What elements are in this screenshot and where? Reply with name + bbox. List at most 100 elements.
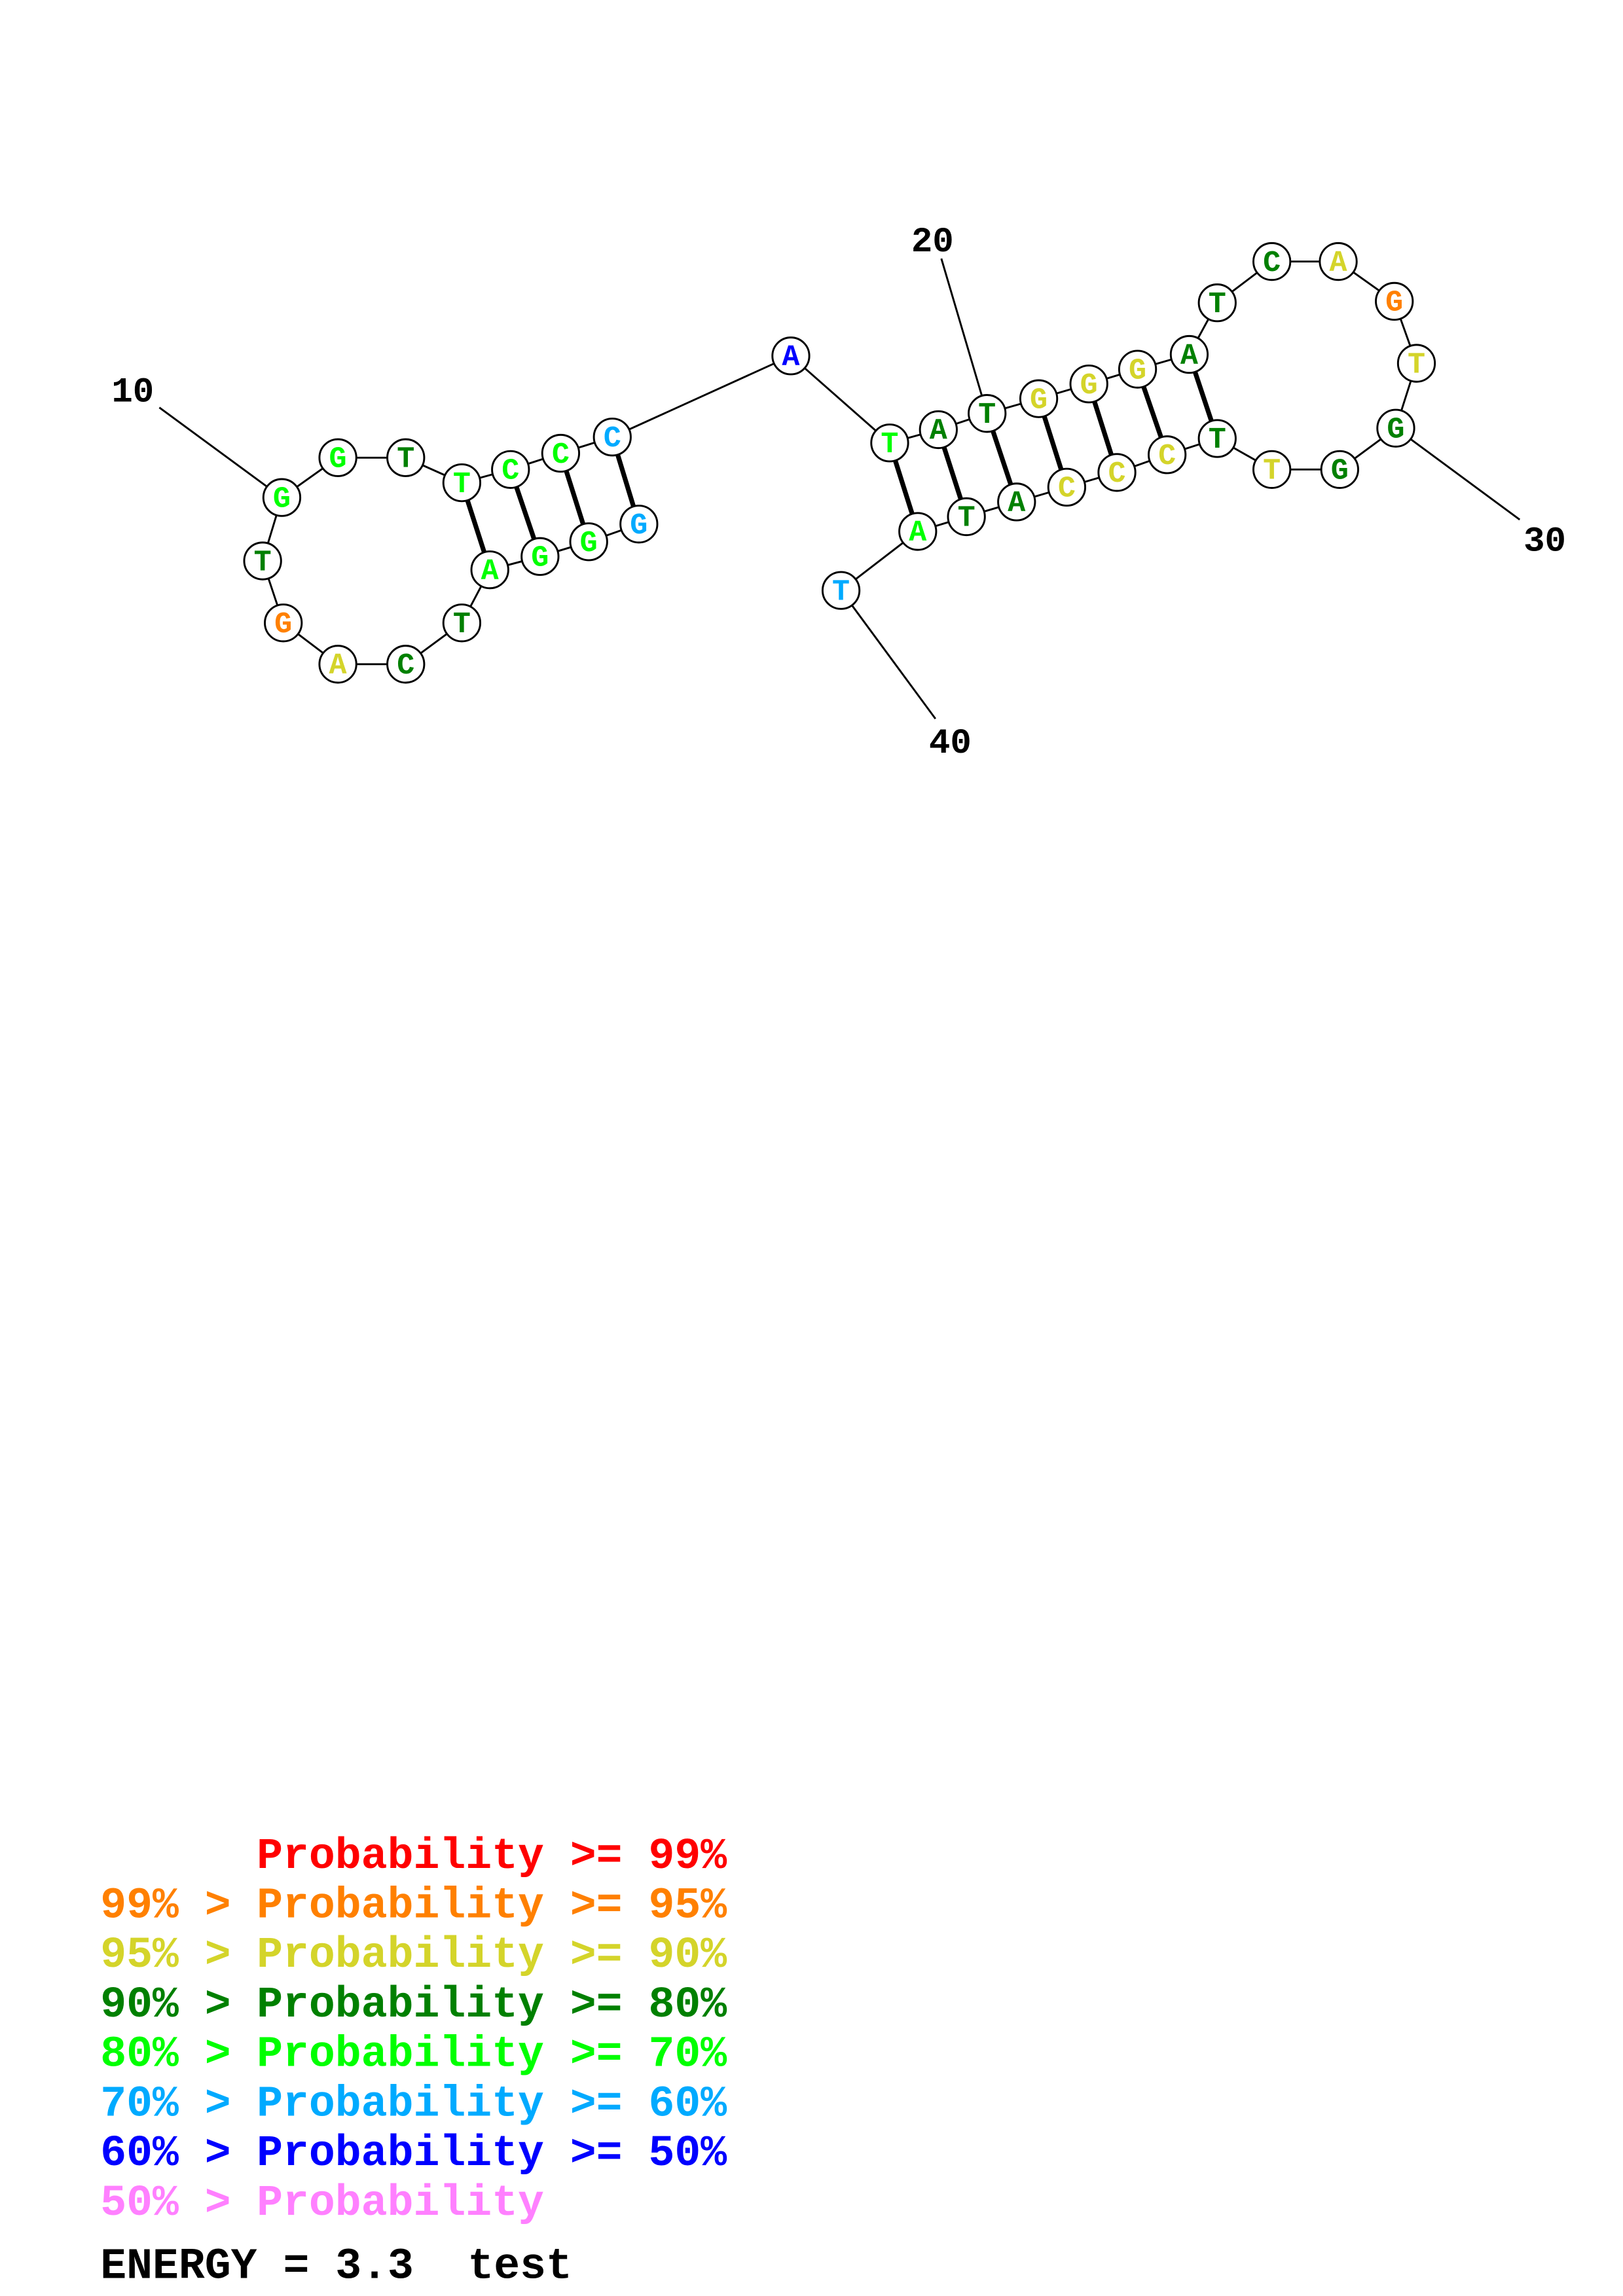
nucleotide-letter: A <box>1008 486 1026 520</box>
nucleotide-7: A <box>318 645 357 684</box>
nucleotide-circle <box>318 645 357 684</box>
nucleotide-circle <box>1197 419 1237 458</box>
legend-row: 80% >Probability >= 70% <box>100 2030 727 2079</box>
legend-prefix: 70% > <box>100 2079 230 2128</box>
legend-text: Probability >= 60% <box>257 2079 727 2128</box>
nucleotide-letter: G <box>1129 353 1146 387</box>
legend-row: 70% > Probability >= 60% <box>100 2079 727 2128</box>
nucleotide-15: C <box>541 433 581 473</box>
legend-text: Probability >= 50% <box>257 2129 727 2178</box>
nucleotide-letter: G <box>1331 454 1349 488</box>
nucleotide-letter: G <box>1387 412 1404 446</box>
nucleotide-circle <box>1396 344 1436 383</box>
nucleotide-32: T <box>1252 450 1292 489</box>
nucleotide-letter: G <box>1385 286 1403 320</box>
nucleotide-circle <box>569 522 608 562</box>
nucleotide-circle <box>947 497 986 537</box>
nucleotide-33: T <box>1197 419 1237 458</box>
legend-prefix: 60% > <box>100 2129 230 2178</box>
legend-row: 90% >Probability >= 80% <box>100 1981 727 2030</box>
nucleotide-circle <box>1097 453 1137 492</box>
nucleotide-circle <box>1169 334 1209 374</box>
nucleotide-letter: C <box>1108 457 1125 491</box>
legend-prefix: 99% > <box>100 1881 230 1930</box>
nucleotide-circle <box>243 541 282 581</box>
nucleotide-30: G <box>1376 408 1415 448</box>
nucleotide-13: T <box>442 463 482 503</box>
nucleotide-letter: C <box>501 454 519 488</box>
nucleotide-circle <box>386 438 426 477</box>
nucleotide-25: T <box>1197 283 1237 323</box>
nucleotide-circle <box>919 410 958 450</box>
nucleotide-circle <box>1375 281 1414 321</box>
footer: ENERGY = 3.3 test <box>100 2242 572 2291</box>
nucleotide-34: C <box>1147 435 1187 475</box>
nucleotide-circle <box>1376 408 1415 448</box>
legend-prefix: 95% > <box>100 1931 230 1980</box>
nucleotide-circle <box>442 603 482 643</box>
backbone-segment <box>790 355 890 444</box>
nucleotide-circle <box>771 336 811 376</box>
backbone-segment <box>611 355 792 439</box>
nucleotide-circle <box>520 537 560 576</box>
nucleotide-16: C <box>593 418 632 457</box>
nucleotide-35: C <box>1097 453 1137 492</box>
position-number-label: 40 <box>929 724 972 764</box>
nucleotide-letter: T <box>958 501 976 535</box>
nucleotide-10: G <box>262 478 302 517</box>
energy-label: ENERGY = 3.3 <box>100 2242 414 2291</box>
probability-legend: Probability >= 99%99% >Probability >= 95… <box>100 1832 727 2228</box>
nucleotide-letter: T <box>1263 454 1281 488</box>
legend-prefix: 50% > <box>100 2179 230 2228</box>
nucleotide-letter: T <box>881 427 898 461</box>
legend-prefix: 80% > <box>100 2030 230 2079</box>
nucleotide-letter: C <box>552 438 570 472</box>
nucleotide-circle <box>821 571 861 610</box>
nucleotide-circle <box>997 482 1036 522</box>
legend-text: Probability >= 90% <box>257 1931 727 1980</box>
nucleotide-circle <box>491 450 530 489</box>
nucleotide-22: G <box>1069 364 1108 404</box>
nucleotide-letter: C <box>604 422 621 456</box>
nucleotide-letter: G <box>630 509 647 543</box>
nucleotide-circle <box>1069 364 1108 404</box>
nucleotide-circle <box>1252 242 1292 281</box>
nucleotide-6: C <box>386 645 426 684</box>
legend-row: Probability >= 99% <box>257 1832 727 1881</box>
nucleotide-27: A <box>1319 242 1358 281</box>
legend-text: Probability >= 99% <box>257 1832 727 1881</box>
nucleotide-letter: G <box>329 442 347 476</box>
number-tick-line <box>1395 427 1521 521</box>
nucleotide-26: C <box>1252 242 1292 281</box>
nucleotide-2: G <box>569 522 608 562</box>
nucleotide-circle <box>386 645 426 684</box>
nucleotide-19: A <box>919 410 958 450</box>
nucleotide-letter: A <box>1330 246 1348 280</box>
nucleotide-letter: G <box>1080 368 1098 403</box>
nucleotide-circle <box>262 478 302 517</box>
legend-row: 99% >Probability >= 95% <box>100 1881 727 1930</box>
nucleotide-letter: T <box>1408 348 1425 382</box>
nucleotide-1: G <box>619 505 659 544</box>
nucleotide-letter: A <box>909 516 927 550</box>
number-tick-line <box>940 258 989 414</box>
nucleotide-24: A <box>1169 334 1209 374</box>
nucleotide-letter: A <box>481 554 500 588</box>
nucleotide-letter: A <box>930 414 948 448</box>
legend-row: 50% >Probability <box>100 2179 544 2228</box>
nucleotide-circle <box>1197 283 1237 323</box>
nucleotide-letter: T <box>453 467 471 501</box>
number-tick-line <box>158 406 283 499</box>
nucleotide-14: C <box>491 450 530 489</box>
nucleotide-12: T <box>386 438 426 477</box>
nucleotide-circle <box>470 550 509 590</box>
number-tick-line <box>840 590 936 720</box>
legend-text: Probability >= 80% <box>257 1981 727 2030</box>
nucleotide-circle <box>968 394 1007 433</box>
nucleotide-letter: G <box>274 607 292 641</box>
nucleotide-11: G <box>318 438 357 477</box>
nucleotide-letter: C <box>1263 246 1281 280</box>
nucleotide-4: A <box>470 550 509 590</box>
